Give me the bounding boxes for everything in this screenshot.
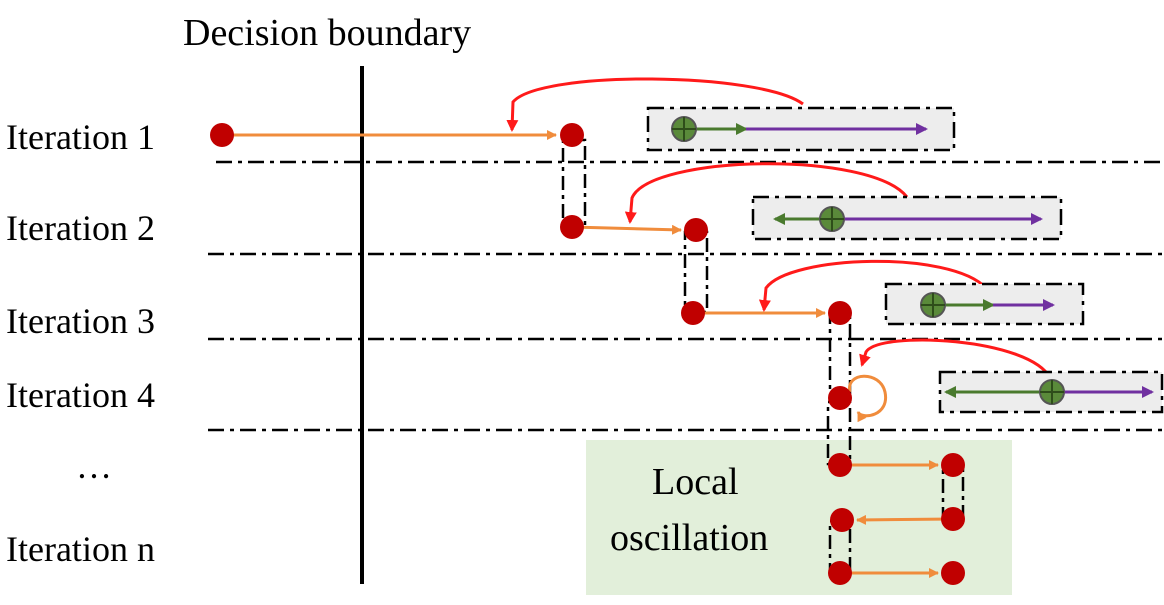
point-3-start	[681, 301, 705, 325]
iteration-4-label: Iteration 4	[6, 375, 155, 415]
point-2-start	[560, 215, 584, 239]
self-loop-arrow-4	[848, 374, 887, 423]
osc-point-6	[941, 561, 965, 585]
decision-boundary-title: Decision boundary	[183, 12, 471, 54]
local-oscillation-box	[586, 440, 1012, 595]
iteration-2-group	[560, 162, 1063, 242]
iteration-3-label: Iteration 3	[6, 301, 155, 341]
ellipsis-label: …	[76, 446, 112, 486]
local-oscillation-label-line2: oscillation	[610, 517, 768, 559]
point-1-end	[560, 123, 584, 147]
point-2-end	[684, 218, 708, 242]
circled-plus-icon	[920, 292, 946, 318]
iteration-1-group	[210, 77, 956, 152]
return-arrow-3	[758, 259, 988, 312]
iteration-3-group	[681, 259, 1085, 326]
step-arrow-2	[571, 224, 682, 235]
point-1-start	[210, 123, 234, 147]
osc-point-3	[941, 507, 965, 531]
connector-1-2	[561, 138, 587, 229]
local-oscillation-label-line1: Local	[652, 461, 739, 503]
iteration-1-label: Iteration 1	[6, 117, 155, 157]
circled-plus-icon	[819, 206, 845, 232]
iteration-4-group	[828, 338, 1164, 423]
point-4	[828, 386, 852, 410]
circled-plus-icon	[671, 116, 697, 142]
osc-point-1	[828, 453, 852, 477]
connector-2-3	[683, 230, 709, 314]
return-arrow-1	[506, 77, 804, 132]
iteration-n-label: Iteration n	[6, 529, 155, 569]
point-3-end	[828, 301, 852, 325]
return-arrow-2	[624, 162, 909, 224]
osc-point-5	[828, 561, 852, 585]
connector-3-4	[828, 314, 852, 400]
osc-point-2	[941, 453, 965, 477]
circled-plus-icon	[1039, 379, 1065, 405]
iteration-2-label: Iteration 2	[6, 208, 155, 248]
osc-arrow-2	[856, 514, 954, 525]
return-arrow-4	[859, 338, 1052, 379]
oscillation-group	[828, 453, 965, 585]
row-separators	[208, 160, 1164, 432]
osc-point-4	[830, 508, 854, 532]
